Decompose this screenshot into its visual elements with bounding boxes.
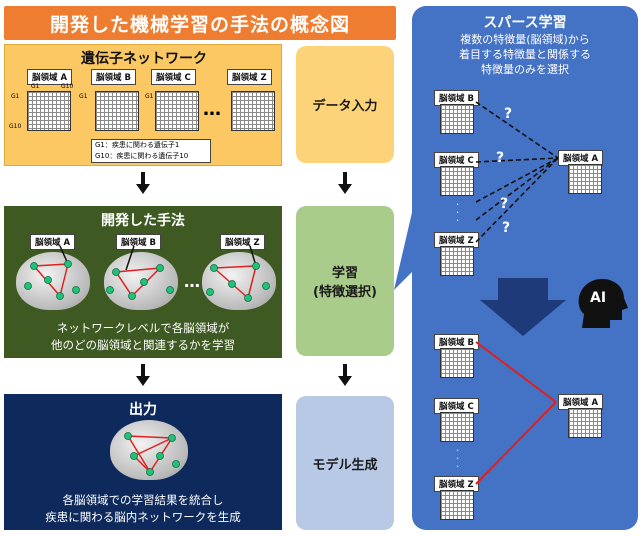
page-title: 開発した機械学習の手法の概念図 bbox=[4, 6, 396, 40]
ai-badge: AI bbox=[590, 290, 607, 306]
brain-image-a bbox=[16, 252, 90, 310]
gene-legend: G1：疾患に関わる遺伝子1 G10：疾患に関わる遺伝子10 bbox=[91, 139, 211, 163]
arrow-stem-1 bbox=[141, 172, 145, 186]
sparse-top-vdots: ··· bbox=[456, 200, 460, 227]
question-mark-3: ? bbox=[500, 196, 509, 212]
step-learning: 学習 (特徴選択) bbox=[296, 206, 394, 356]
callout-wedge bbox=[394, 204, 414, 290]
matrix-label-c: 脳領域 C bbox=[151, 69, 196, 85]
method-description: ネットワークレベルで各脳領域が 他のどの脳領域と関連するかを学習 bbox=[4, 320, 282, 354]
gene-network-panel: 遺伝子ネットワーク 脳領域 A G1 G10 G1 G10 脳領域 B G1 脳… bbox=[4, 44, 282, 166]
method-network-overlay bbox=[24, 245, 270, 302]
step-learning-line-2: (特徴選択) bbox=[313, 285, 377, 300]
sparse-selected-links bbox=[475, 341, 557, 485]
sparse-desc-line-1: 複数の特徴量(脳領域)から bbox=[460, 33, 590, 46]
question-mark-4: ? bbox=[502, 220, 511, 236]
sparse-bottom-matrix-c bbox=[440, 412, 474, 442]
gene-matrix-z bbox=[231, 91, 275, 131]
method-label-b: 脳領域 B bbox=[116, 234, 161, 250]
sparse-bottom-target-matrix bbox=[568, 408, 602, 438]
arrow-down-1 bbox=[136, 184, 150, 194]
gene-matrix-c bbox=[155, 91, 199, 131]
sparse-bottom-matrix-z bbox=[440, 490, 474, 520]
axis-top-last: G10 bbox=[61, 83, 74, 90]
axis-left-first: G1 bbox=[11, 93, 20, 100]
arrow-down-4 bbox=[338, 376, 352, 386]
sparse-top-matrix-c bbox=[440, 166, 474, 196]
sparse-desc-line-3: 特徴量のみを選択 bbox=[481, 63, 569, 76]
sparse-top-matrix-z bbox=[440, 246, 474, 276]
legend-line-2: G10：疾患に関わる遺伝子10 bbox=[95, 152, 189, 160]
output-nodes bbox=[124, 432, 180, 476]
gene-network-heading: 遺伝子ネットワーク bbox=[81, 51, 207, 67]
method-label-a: 脳領域 A bbox=[30, 234, 76, 250]
sparse-bottom-matrix-b bbox=[440, 348, 474, 378]
question-mark-1: ? bbox=[504, 106, 513, 122]
network-links-b bbox=[115, 245, 161, 297]
sparse-bottom-vdots: ··· bbox=[456, 446, 460, 473]
method-desc-line-1: ネットワークレベルで各脳領域が bbox=[56, 321, 230, 335]
brain-ellipsis: … bbox=[184, 272, 200, 291]
ai-head-icon bbox=[578, 278, 628, 328]
legend-line-1: G1：疾患に関わる遺伝子1 bbox=[95, 141, 180, 149]
sparse-desc-line-2: 着目する特徴量と関係する bbox=[459, 48, 591, 61]
step-learning-line-1: 学習 bbox=[331, 266, 358, 281]
step-data-input: データ入力 bbox=[296, 46, 394, 163]
sparse-panel: スパース学習 複数の特徴量(脳領域)から 着目する特徴量と関係する 特徴量のみを… bbox=[412, 6, 638, 530]
arrow-stem-4 bbox=[343, 364, 347, 378]
arrow-stem-2 bbox=[141, 364, 145, 378]
axis-left-first-b: G1 bbox=[79, 93, 88, 100]
axis-left-first-c: G1 bbox=[145, 93, 154, 100]
matrix-label-z: 脳領域 Z bbox=[227, 69, 272, 85]
sparse-description: 複数の特徴量(脳領域)から 着目する特徴量と関係する 特徴量のみを選択 bbox=[412, 32, 638, 77]
gene-matrix-a bbox=[27, 91, 71, 131]
output-network-overlay bbox=[124, 432, 180, 476]
arrow-down-3 bbox=[338, 184, 352, 194]
axis-left-last: G10 bbox=[9, 123, 22, 130]
method-desc-line-2: 他のどの脳領域と関連するかを学習 bbox=[51, 338, 235, 352]
output-desc-line-2: 疾患に関わる脳内ネットワークを生成 bbox=[45, 510, 241, 524]
sparse-top-matrix-b bbox=[440, 104, 474, 134]
gene-matrix-b bbox=[95, 91, 139, 131]
output-links bbox=[127, 435, 173, 473]
matrix-label-b: 脳領域 B bbox=[91, 69, 136, 85]
method-label-z: 脳領域 Z bbox=[220, 234, 265, 250]
network-links-a bbox=[33, 245, 69, 297]
question-mark-2: ? bbox=[496, 150, 505, 166]
output-heading: 出力 bbox=[129, 402, 157, 418]
sparse-top-target-matrix bbox=[568, 164, 602, 194]
output-description: 各脳領域での学習結果を統合し 疾患に関わる脳内ネットワークを生成 bbox=[4, 492, 282, 526]
matrix-ellipsis: … bbox=[203, 99, 221, 120]
step-model-gen: モデル生成 bbox=[296, 396, 394, 530]
brain-image-z bbox=[202, 252, 276, 310]
sparse-dashed-links bbox=[475, 101, 559, 243]
arrow-stem-3 bbox=[343, 172, 347, 186]
axis-top-first: G1 bbox=[31, 83, 40, 90]
output-desc-line-1: 各脳領域での学習結果を統合し bbox=[62, 493, 224, 507]
matrix-label-a: 脳領域 A bbox=[27, 69, 73, 85]
network-links-z bbox=[213, 245, 257, 299]
sparse-heading: スパース学習 bbox=[483, 15, 567, 31]
method-heading: 開発した手法 bbox=[101, 213, 185, 229]
big-down-arrow bbox=[480, 278, 566, 336]
network-nodes bbox=[24, 260, 270, 302]
arrow-down-2 bbox=[136, 376, 150, 386]
output-panel: 出力 各脳領域での学習結果を統合し 疾患に関わる脳内ネットワークを生成 bbox=[4, 394, 282, 530]
method-panel: 開発した手法 脳領域 A 脳領域 B 脳領域 Z … ネットワークレベルで各脳領… bbox=[4, 206, 282, 358]
